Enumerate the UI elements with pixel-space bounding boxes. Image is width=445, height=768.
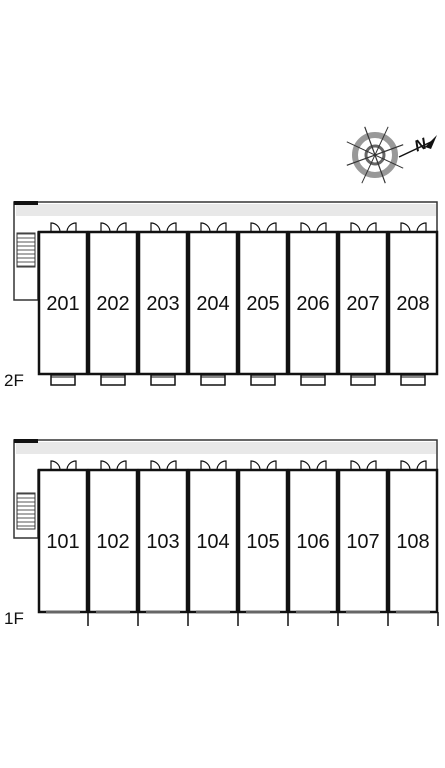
- door-swing: [50, 222, 61, 233]
- door-swing: [400, 222, 411, 233]
- floor-2: 201 202 203 204 205 206 207 208 2F: [4, 201, 439, 390]
- staircase: [16, 492, 36, 530]
- unit-number: 206: [296, 293, 329, 315]
- floor-1: 101 102 103 104 105 106 107 108 1F: [4, 439, 439, 628]
- unit-205: 205: [237, 222, 289, 386]
- door-swing: [316, 222, 327, 233]
- unit-number: 203: [146, 293, 179, 315]
- door-swing: [266, 460, 277, 471]
- balcony: [50, 374, 76, 386]
- unit-102: 102: [87, 460, 139, 626]
- unit-106: 106: [287, 460, 339, 626]
- unit-108: 108: [387, 460, 439, 626]
- unit-105: 105: [237, 460, 289, 626]
- door-swing: [200, 460, 211, 471]
- unit-number: 108: [396, 531, 429, 553]
- door-swing: [166, 460, 177, 471]
- unit-number: 104: [196, 531, 229, 553]
- balcony: [400, 374, 426, 386]
- door-swing: [116, 222, 127, 233]
- unit-208: 208: [387, 222, 439, 386]
- door-swing: [66, 222, 77, 233]
- door-swing: [166, 222, 177, 233]
- balcony: [300, 374, 326, 386]
- door-swing: [300, 222, 311, 233]
- unit-201: 201: [37, 222, 89, 386]
- compass-icon: N: [346, 126, 437, 184]
- balcony: [150, 374, 176, 386]
- balcony: [200, 374, 226, 386]
- door-swing: [100, 222, 111, 233]
- door-swing: [366, 222, 377, 233]
- unit-103: 103: [137, 460, 189, 626]
- unit-number: 201: [46, 293, 79, 315]
- door-swing: [250, 460, 261, 471]
- unit-number: 202: [96, 293, 129, 315]
- door-swing: [216, 222, 227, 233]
- door-swing: [266, 222, 277, 233]
- balcony: [350, 374, 376, 386]
- unit-number: 207: [346, 293, 379, 315]
- door-swing: [416, 460, 427, 471]
- unit-107: 107: [337, 460, 389, 626]
- unit-number: 101: [46, 531, 79, 553]
- floor-label-2f: 2F: [4, 371, 24, 390]
- unit-207: 207: [337, 222, 389, 386]
- floor-label-1f: 1F: [4, 609, 24, 628]
- door-swing: [250, 222, 261, 233]
- door-swing: [150, 460, 161, 471]
- door-swing: [350, 460, 361, 471]
- door-swing: [200, 222, 211, 233]
- door-swing: [316, 460, 327, 471]
- unit-104: 104: [187, 460, 239, 626]
- unit-number: 105: [246, 531, 279, 553]
- door-swing: [400, 460, 411, 471]
- balcony: [250, 374, 276, 386]
- unit-number: 208: [396, 293, 429, 315]
- door-swing: [50, 460, 61, 471]
- door-swing: [100, 460, 111, 471]
- door-swing: [216, 460, 227, 471]
- door-swing: [366, 460, 377, 471]
- unit-number: 102: [96, 531, 129, 553]
- door-swing: [116, 460, 127, 471]
- staircase: [16, 232, 36, 268]
- door-swing: [66, 460, 77, 471]
- unit-number: 106: [296, 531, 329, 553]
- door-swing: [416, 222, 427, 233]
- balcony: [100, 374, 126, 386]
- unit-number: 103: [146, 531, 179, 553]
- door-swing: [350, 222, 361, 233]
- unit-203: 203: [137, 222, 189, 386]
- unit-number: 204: [196, 293, 229, 315]
- door-swing: [150, 222, 161, 233]
- unit-204: 204: [187, 222, 239, 386]
- unit-number: 205: [246, 293, 279, 315]
- unit-202: 202: [87, 222, 139, 386]
- unit-number: 107: [346, 531, 379, 553]
- door-swing: [300, 460, 311, 471]
- unit-206: 206: [287, 222, 339, 386]
- unit-101: 101: [37, 460, 89, 626]
